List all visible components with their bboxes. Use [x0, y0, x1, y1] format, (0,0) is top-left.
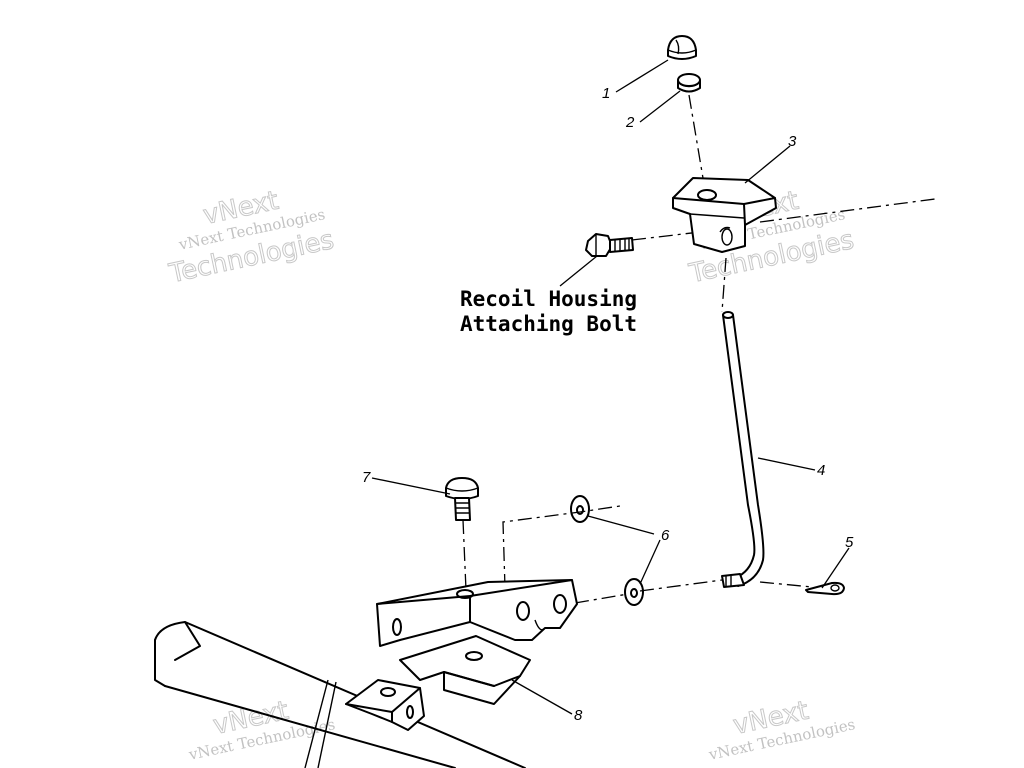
bracket-part-3: [672, 177, 777, 253]
mount-bracket: [376, 579, 578, 647]
recoil-housing-label: Recoil Housing Attaching Bolt: [460, 287, 637, 336]
callout-5: 5: [845, 534, 854, 551]
washer-part-6-lower: [624, 578, 644, 606]
clip-part-5: [805, 581, 845, 596]
assembly-lines: [462, 94, 936, 604]
lock-washer-part-2: [677, 73, 701, 93]
screw-part-7: [445, 477, 479, 521]
watermark-left-bottom: vNext vNext Technologies: [186, 695, 336, 764]
watermark-right-bottom: vNext vNext Technologies: [706, 695, 856, 764]
callouts: 1 2 3 4 5 6 7 8: [362, 85, 854, 724]
leader-lines: [371, 59, 850, 715]
label-line-2: Attaching Bolt: [460, 312, 637, 336]
callout-2: 2: [625, 114, 635, 131]
frame-rail: [154, 621, 526, 768]
label-line-1: Recoil Housing: [460, 287, 637, 311]
callout-3: 3: [788, 133, 797, 150]
recoil-housing-attaching-bolt: [585, 233, 634, 257]
callout-1: 1: [602, 85, 610, 102]
callout-8: 8: [574, 707, 583, 724]
callout-7: 7: [362, 469, 371, 486]
washer-part-6-upper: [570, 495, 590, 523]
mount-block: [345, 679, 425, 731]
cap-nut-part-1: [667, 35, 697, 60]
rod-part-4: [721, 311, 765, 588]
plate-part-8: [399, 635, 531, 705]
watermark-left-top: vNext vNext Technologies Technologies: [166, 185, 338, 290]
callout-4: 4: [817, 462, 825, 479]
callout-6: 6: [661, 527, 670, 544]
